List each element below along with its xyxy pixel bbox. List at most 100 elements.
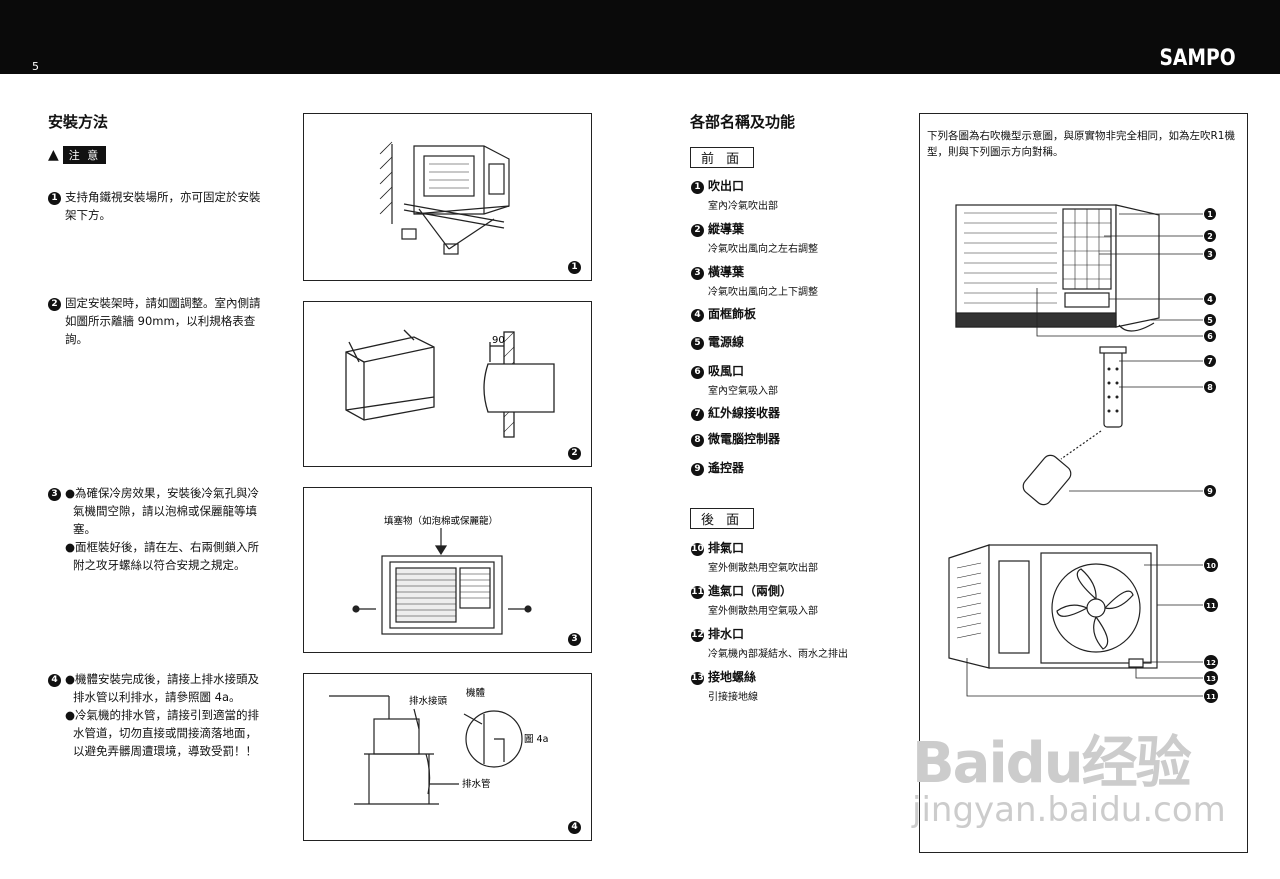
callout-number: 10 <box>1206 562 1216 570</box>
callout-number: 8 <box>1207 383 1213 392</box>
callout-badge: 11 <box>1204 598 1218 612</box>
part-number: 3 <box>691 267 704 280</box>
callout-number: 5 <box>1207 316 1213 325</box>
step-number: 2 <box>48 298 61 311</box>
part-name: 微電腦控制器 <box>708 432 781 446</box>
ac-unit-diagram: 1 2 3 4 5 6 7 8 9 10 11 12 13 11 <box>948 204 1218 703</box>
part-number: 8 <box>691 434 704 447</box>
part-name: 縱導葉 <box>708 222 745 236</box>
filler-label: 填塞物（如泡棉或保麗龍） <box>384 515 498 527</box>
part-item-2: 2 縱導葉冷氣吹出風向之左右調整 <box>691 220 818 255</box>
part-item-7: 7 紅外線接收器 <box>691 404 780 421</box>
step-text: ●冷氣機的排水管，請接引到適當的排 <box>65 708 260 722</box>
figure-number: 3 <box>568 633 581 646</box>
step-text: ●機體安裝完成後，請接上排水接頭及 <box>65 672 260 686</box>
brand-logo: SAMPO <box>1159 46 1236 71</box>
part-item-1: 1 吹出口室內冷氣吹出部 <box>691 177 778 212</box>
page-number: 5 <box>32 60 39 73</box>
part-name: 電源線 <box>708 335 745 349</box>
part-desc: 室內冷氣吹出部 <box>708 201 778 212</box>
callout-badge: 1 <box>1204 208 1216 220</box>
part-name: 紅外線接收器 <box>708 406 781 420</box>
part-name: 接地螺絲 <box>708 670 757 684</box>
install-step-3: 3●為確保冷房效果，安裝後冷氣孔與冷 氣機間空隙，請以泡棉或保麗龍等填 塞。 ●… <box>48 484 284 574</box>
part-name: 遙控器 <box>708 461 745 475</box>
body-label: 機體 <box>466 687 486 699</box>
baidu-watermark-url: jingyan.baidu.com <box>912 790 1226 830</box>
step-text: 附之攻牙螺絲以符合安規之規定。 <box>73 558 246 572</box>
figure-2-panel: 90 2 <box>303 301 592 467</box>
callout-number: 11 <box>1206 602 1216 610</box>
callout-badge: 5 <box>1204 314 1216 326</box>
callout-badge: 13 <box>1204 671 1218 685</box>
diagram-note: 下列各圖為右吹機型示意圖，與原實物非完全相同，如為左吹R1機型，則與下列圖示方向… <box>927 130 1235 158</box>
step-text: 以避免弄髒周遭環境，導致受罰！！ <box>73 744 257 758</box>
part-name: 面框飾板 <box>708 307 757 321</box>
front-callouts: 1 2 3 4 5 6 7 8 9 <box>1204 208 1216 497</box>
callout-number: 11 <box>1206 693 1216 701</box>
step-text: 如圖所示離牆 90mm，以利規格表查 <box>65 314 256 328</box>
callout-badge: 12 <box>1204 655 1218 669</box>
figure-4-panel: 排水接頭 機體 圖 4a 排水管 4 <box>303 673 592 841</box>
step-text: 氣機間空隙，請以泡棉或保麗龍等填 <box>73 504 257 518</box>
diagram-box <box>919 113 1248 853</box>
front-section-label: 前 面 <box>690 147 755 168</box>
callout-number: 6 <box>1207 332 1213 341</box>
rear-section-label: 後 面 <box>690 508 755 529</box>
part-desc: 室外側散熱用空氣吸入部 <box>708 606 818 617</box>
frame-install-illustration: 填塞物（如泡棉或保麗龍） <box>352 515 532 635</box>
callout-number: 2 <box>1207 232 1213 241</box>
part-name: 排氣口 <box>708 541 745 555</box>
part-name: 進氣口（兩側） <box>708 584 793 598</box>
dimension-label: 90 <box>492 335 505 346</box>
part-name: 吸風口 <box>708 364 745 378</box>
callout-badge: 4 <box>1204 293 1216 305</box>
part-desc: 室外側散熱用空氣吹出部 <box>708 563 818 574</box>
callout-badge: 7 <box>1204 355 1216 367</box>
callout-number: 4 <box>1207 295 1213 304</box>
part-number: 1 <box>691 181 704 194</box>
callout-number: 3 <box>1207 250 1213 259</box>
fig4a-label: 圖 4a <box>524 734 548 745</box>
figure-number: 4 <box>568 821 581 834</box>
step-text: 詢。 <box>65 332 88 346</box>
step-number: 1 <box>48 192 61 205</box>
drain-pipe-label: 排水管 <box>462 778 491 790</box>
step-number: 3 <box>48 488 61 501</box>
callout-number: 12 <box>1206 659 1216 667</box>
part-name: 吹出口 <box>708 179 745 193</box>
figure-number: 1 <box>568 261 581 274</box>
part-number: 2 <box>691 224 704 237</box>
drain-install-illustration: 排水接頭 機體 圖 4a 排水管 <box>329 687 548 805</box>
part-item-6: 6 吸風口室內空氣吸入部 <box>691 362 778 397</box>
step-text: 水管道，切勿直接或間接滴落地面， <box>73 726 257 740</box>
part-desc: 冷氣吹出風向之上下調整 <box>708 287 818 298</box>
part-number: 13 <box>691 672 704 685</box>
step-text: ●為確保冷房效果，安裝後冷氣孔與冷 <box>65 486 260 500</box>
part-desc: 冷氣吹出風向之左右調整 <box>708 244 818 255</box>
callout-badge: 3 <box>1204 248 1216 260</box>
step-number: 4 <box>48 674 61 687</box>
part-number: 11 <box>691 586 704 599</box>
part-desc: 室內空氣吸入部 <box>708 386 778 397</box>
callout-badge: 8 <box>1204 381 1216 393</box>
install-step-4: 4●機體安裝完成後，請接上排水接頭及 排水管以利排水，請參照圖 4a。 ●冷氣機… <box>48 670 284 760</box>
part-number: 6 <box>691 366 704 379</box>
warning-badge: ▲ 注 意 <box>48 146 107 164</box>
part-number: 7 <box>691 408 704 421</box>
part-number: 12 <box>691 629 704 642</box>
callout-number: 13 <box>1206 675 1216 683</box>
callout-badge: 6 <box>1204 330 1216 342</box>
install-title: 安裝方法 <box>48 113 109 131</box>
drain-joint-label: 排水接頭 <box>409 695 448 707</box>
figure-1-panel: 1 <box>303 113 592 281</box>
parts-title: 各部名稱及功能 <box>690 113 796 131</box>
callout-badge: 10 <box>1204 558 1218 572</box>
bracket-adjust-illustration: 90 <box>345 329 555 438</box>
part-name: 橫導葉 <box>708 265 745 279</box>
